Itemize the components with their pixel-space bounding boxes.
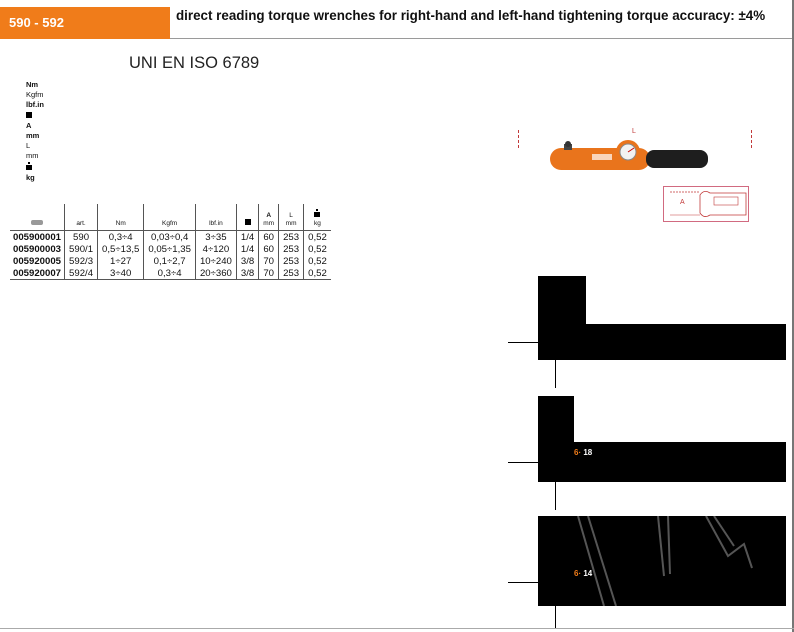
col-kg-header: kg [303, 204, 331, 231]
col-code-header [10, 204, 66, 231]
cell-drive: 3/8 [236, 255, 260, 267]
product-code-badge: 590 - 592 [0, 7, 170, 39]
cell-art: 590 [64, 230, 99, 243]
table-row: 005900003 590/1 0,5÷13,5 0,05÷1,35 4÷120… [10, 243, 331, 255]
page-edge [792, 0, 794, 632]
reference-image-top-b [538, 324, 786, 360]
cell-art: 590/1 [64, 243, 99, 255]
legend-a: A [26, 120, 32, 130]
cell-l: 253 [278, 267, 305, 280]
cell-kgfm: 0,1÷2,7 [143, 255, 196, 267]
reference-image-mid-b [538, 442, 786, 482]
cell-nm: 3÷40 [97, 267, 145, 280]
cell-nm: 1÷27 [97, 255, 145, 267]
dimension-left [518, 130, 519, 148]
reference-image-top-a [538, 276, 586, 326]
cell-a: 60 [258, 243, 280, 255]
table-row: 005920005 592/3 1÷27 0,1÷2,7 10÷240 3/8 … [10, 255, 331, 267]
legend-l: L [26, 141, 31, 151]
wrench-sketch-svg [577, 515, 753, 607]
cell-kgfm: 0,03÷0,4 [143, 230, 196, 243]
legend-kg: kg [26, 172, 35, 182]
cell-code: 005900003 [10, 243, 66, 255]
leader-line [555, 360, 556, 388]
cell-lbfin: 3÷35 [195, 230, 237, 243]
legend-weight-icon [26, 161, 44, 173]
page-reference-caption: 6· 18 [574, 448, 593, 457]
cell-nm: 0,5÷13,5 [97, 243, 145, 255]
cell-drive: 1/4 [236, 230, 260, 243]
leader-line [508, 462, 538, 463]
leader-line [555, 482, 556, 510]
cell-l: 253 [278, 255, 305, 267]
page-title: direct reading torque wrenches for right… [176, 8, 766, 23]
cell-drive: 3/8 [236, 267, 260, 280]
page-bottom-rule [0, 628, 794, 629]
header-rule [170, 38, 794, 39]
cell-kg: 0,52 [303, 267, 331, 280]
cell-code: 005900001 [10, 230, 66, 243]
head-drawing-svg [670, 191, 747, 217]
legend-square-drive-icon [26, 111, 44, 121]
cell-kg: 0,52 [308, 231, 327, 243]
cell-l: 253 [278, 243, 305, 255]
cell-art: 592/4 [64, 267, 99, 280]
cell-art: 592/3 [64, 255, 99, 267]
cell-code: 005920005 [10, 255, 66, 267]
col-lbfin-header: lbf.in [195, 204, 237, 231]
col-art-header: art. [64, 204, 99, 231]
cell-a: 70 [258, 267, 280, 280]
standard-label: UNI EN ISO 6789 [129, 54, 260, 72]
table-row: 005920007 592/4 3÷40 0,3÷4 20÷360 3/8 70… [10, 267, 331, 280]
legend-a-unit: mm [26, 131, 40, 141]
legend-nm: Nm [26, 80, 39, 89]
cell-kgfm: 0,05÷1,35 [143, 243, 196, 255]
reference-image-bottom [538, 515, 786, 607]
cell-lbfin: 20÷360 [195, 267, 237, 280]
col-drive-header [236, 204, 260, 231]
legend-lbfin: lbf.in [26, 100, 44, 110]
cell-kg: 0,52 [308, 255, 327, 267]
reference-image-mid-a [538, 396, 574, 442]
table-row: 005900001 590 0,3÷4 0,03÷0,4 3÷35 1/4 60… [10, 230, 331, 243]
head-technical-drawing [663, 186, 749, 222]
cell-a: 60 [258, 230, 280, 243]
weight-icon [314, 209, 321, 217]
units-legend: Nm Kgfm lbf.in A mm L mm kg [26, 80, 44, 183]
cell-lbfin: 10÷240 [195, 255, 237, 267]
dimension-right [751, 130, 752, 148]
leader-line [508, 582, 538, 583]
dimension-label-l: L [632, 128, 636, 135]
cell-a: 70 [258, 255, 280, 267]
cell-lbfin: 4÷120 [195, 243, 237, 255]
cell-code: 005920007 [10, 267, 66, 280]
leader-line [508, 342, 538, 343]
leader-line [555, 600, 556, 628]
legend-l-unit: mm [26, 151, 39, 161]
dimension-label-a: A [680, 199, 685, 206]
cell-drive: 1/4 [236, 243, 260, 255]
col-kgfm-header: Kgfm [143, 204, 196, 231]
page-reference-caption: 6· 14 [574, 569, 593, 578]
cell-nm: 0,3÷4 [97, 230, 145, 243]
col-nm-header: Nm [97, 204, 145, 231]
cell-kgfm: 0,3÷4 [143, 267, 196, 280]
square-drive-icon [244, 219, 251, 225]
wrench-icon [31, 220, 44, 225]
cell-l: 253 [278, 230, 305, 243]
legend-kgfm: Kgfm [26, 90, 44, 100]
cell-kg: 0,52 [308, 243, 327, 255]
torque-wrench-photo [550, 140, 708, 170]
